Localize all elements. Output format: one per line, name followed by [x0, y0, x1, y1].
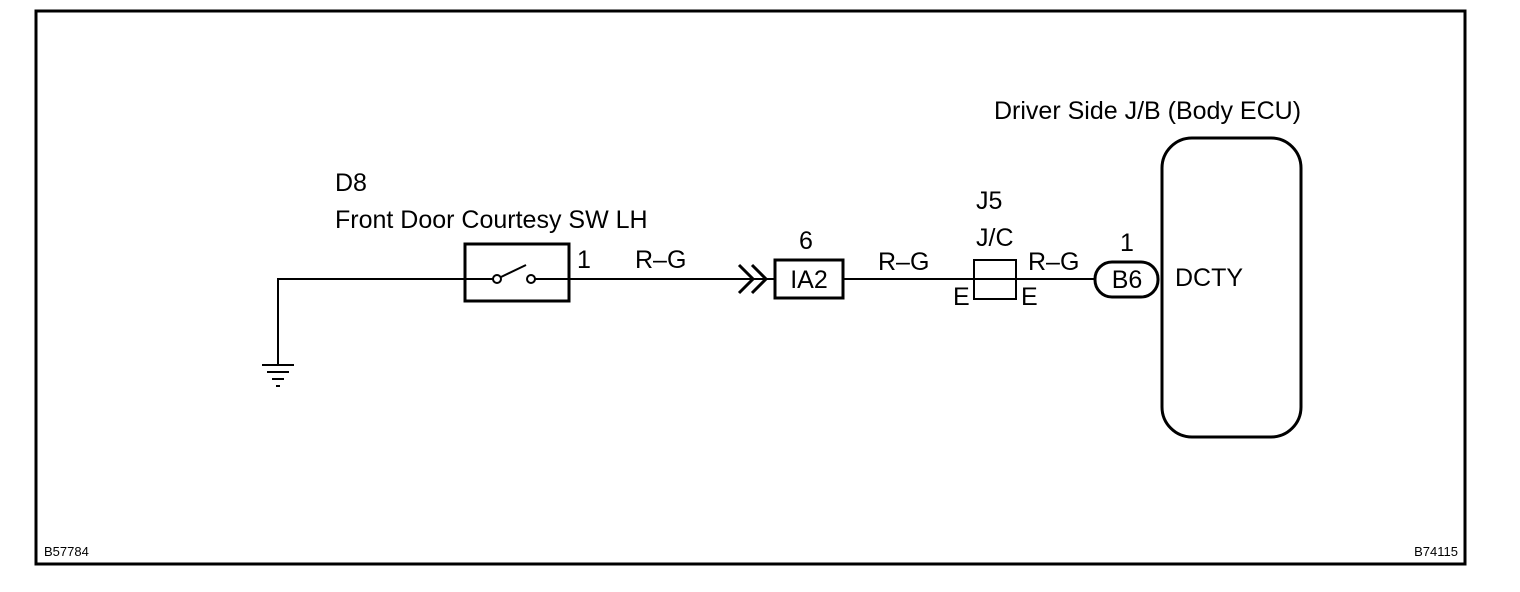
- ecu-terminal: DCTY: [1175, 264, 1243, 292]
- switch-name: Front Door Courtesy SW LH: [335, 206, 648, 234]
- wire-3-color: R–G: [1028, 248, 1079, 276]
- switch-box: [463, 242, 571, 303]
- switch-code: D8: [335, 169, 367, 197]
- switch-pin: 1: [577, 246, 591, 274]
- ecu-title: Driver Side J/B (Body ECU): [994, 97, 1301, 125]
- ecu-block: [1160, 136, 1303, 439]
- diagram-frame: [34, 9, 1467, 566]
- connector-b6-label: B6: [1112, 266, 1143, 294]
- connector-ia2-label: IA2: [790, 266, 828, 294]
- footer-right-code: B74115: [1414, 544, 1458, 559]
- junction-right-pin: E: [1021, 283, 1038, 311]
- ecu-pin: 1: [1120, 229, 1134, 257]
- connector-b6-pill: [1093, 260, 1160, 299]
- footer-left-code: B57784: [44, 544, 89, 559]
- connector-ia2-pin: 6: [799, 227, 813, 255]
- wire-2-color: R–G: [878, 248, 929, 276]
- ground-icon: [262, 279, 294, 387]
- junction-left-pin: E: [953, 283, 970, 311]
- junction-type: J/C: [976, 224, 1014, 252]
- junction-code: J5: [976, 187, 1002, 215]
- switch-contact-icon: [466, 264, 569, 284]
- courtesy-switch: [463, 242, 571, 303]
- wire-1-color: R–G: [635, 246, 686, 274]
